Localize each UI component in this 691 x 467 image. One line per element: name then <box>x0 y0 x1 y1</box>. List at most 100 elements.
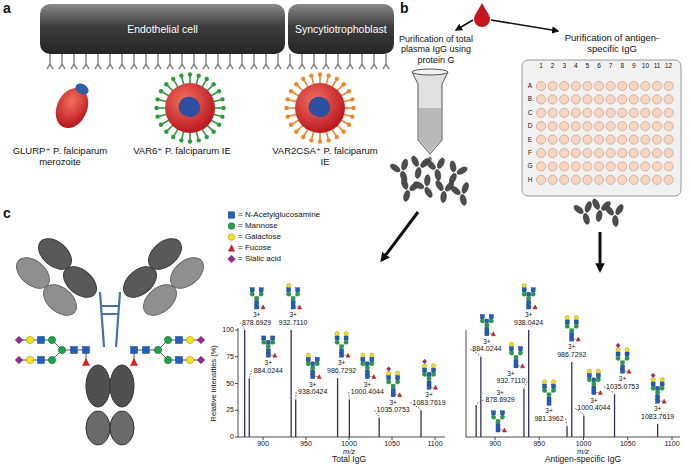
glycan-residue <box>616 348 620 352</box>
peak-mass: 932.7110 <box>497 377 526 385</box>
igg-antibodies <box>410 155 420 168</box>
row-letter: A <box>528 82 532 89</box>
leader-line <box>348 392 350 398</box>
glycan-residue <box>259 292 263 296</box>
spectrum-peak <box>614 394 615 437</box>
plate-wells <box>536 95 545 104</box>
surface-antigen-spikes <box>289 123 293 127</box>
peak-charge: 3+ <box>265 359 272 366</box>
glycan-icon <box>422 359 437 389</box>
glycan-residue <box>335 336 339 340</box>
glycan-residue <box>26 356 33 363</box>
tick-mark <box>306 437 307 440</box>
glycan-residue <box>197 356 205 364</box>
receptor-stalks <box>191 54 197 69</box>
glycan-residue <box>503 428 507 432</box>
glycan-icon <box>587 369 602 395</box>
spectrum-title: Total IgG <box>332 455 366 465</box>
glycan-residue <box>527 301 531 305</box>
surface-antigen-spikes <box>189 76 191 84</box>
glycan-residue <box>651 378 655 382</box>
plate-wells <box>629 162 638 171</box>
surface-antigen-spikes <box>155 114 159 118</box>
peak-mass: 1035.0753 <box>377 406 410 414</box>
glycan-residue <box>616 343 620 347</box>
plate-wells <box>560 148 569 157</box>
glycan-residue <box>339 344 343 348</box>
igg-structure <box>110 411 134 445</box>
receptor-stalks <box>287 54 293 69</box>
plate-wells <box>548 81 557 90</box>
glycan-residue <box>509 342 513 346</box>
glycan-residue <box>228 255 236 263</box>
plate-wells <box>652 135 661 144</box>
plate-wells <box>641 95 650 104</box>
glycan-residue <box>398 393 402 397</box>
receptor-stalks <box>155 54 161 69</box>
column-number: 11 <box>654 62 661 69</box>
glycan-icon <box>616 343 631 373</box>
glycan-residue <box>542 380 546 384</box>
glycan-icon <box>509 342 524 368</box>
surface-antigen-spikes <box>211 92 218 96</box>
plate-wells <box>571 81 580 90</box>
glycan-residue <box>186 336 193 343</box>
glycan-residue <box>143 347 150 354</box>
glycan-residue <box>432 368 436 372</box>
glycan-residue <box>38 357 45 364</box>
surface-antigen-spikes <box>344 107 352 109</box>
surface-antigen-spikes <box>326 77 328 85</box>
igg-antibodies <box>412 180 425 190</box>
glycan-residue <box>587 378 591 382</box>
igg-structure <box>86 411 110 445</box>
glycan-residue <box>266 340 270 344</box>
column-number: 7 <box>609 62 613 69</box>
glycan-residue <box>361 357 365 361</box>
glycan-residue <box>365 370 369 374</box>
peak-charge: 3+ <box>309 381 316 388</box>
glycan-icon <box>306 353 321 379</box>
glycan-residue <box>587 369 591 373</box>
glycan-residue <box>547 397 551 401</box>
column-number: 6 <box>597 62 601 69</box>
glycan-residue <box>625 356 629 360</box>
igg-antibodies <box>411 172 441 202</box>
surface-antigen-spikes <box>309 73 313 77</box>
glycan-residue <box>656 395 660 399</box>
cell-layer-box: Syncytiotrophoblast <box>288 4 394 54</box>
receptor-stalks <box>323 54 329 69</box>
glycan-residue <box>660 378 664 382</box>
plate-wells <box>536 148 545 157</box>
column-number: 4 <box>574 62 578 69</box>
igg-antibodies <box>595 210 602 222</box>
glycan-residue <box>519 347 523 351</box>
tick-label: 1050 <box>384 440 400 448</box>
glycan-residue <box>514 364 518 368</box>
surface-antigen-spikes <box>158 107 166 109</box>
surface-antigen-spikes <box>335 135 339 139</box>
peak-charge: 3+ <box>507 370 514 377</box>
spectrum-peak <box>244 330 245 437</box>
surface-antigen-spikes <box>171 135 175 139</box>
plate-wells <box>594 81 603 90</box>
igg-antibodies <box>603 203 626 228</box>
glycan-residue <box>271 340 275 344</box>
igg-structure <box>33 233 78 276</box>
surface-antigen-spikes <box>220 97 224 101</box>
surface-antigen-spikes <box>205 135 209 139</box>
glycan-residue <box>344 340 348 344</box>
plate-wells <box>594 122 603 131</box>
protein-g-column <box>412 72 448 154</box>
surface-antigen-spikes <box>289 89 293 93</box>
panel-letter: a <box>3 0 11 16</box>
receptor-stalks <box>347 54 353 69</box>
glycan-residue <box>570 328 574 332</box>
glycan-residue <box>485 319 489 323</box>
tick-label: 0 <box>230 433 234 441</box>
surface-antigen-spikes <box>335 77 339 81</box>
plate-wells <box>652 81 661 90</box>
surface-antigen-spikes <box>167 85 173 91</box>
surface-antigen-spikes <box>217 89 221 93</box>
glycan-icon <box>651 373 666 403</box>
well-plate <box>522 60 681 196</box>
